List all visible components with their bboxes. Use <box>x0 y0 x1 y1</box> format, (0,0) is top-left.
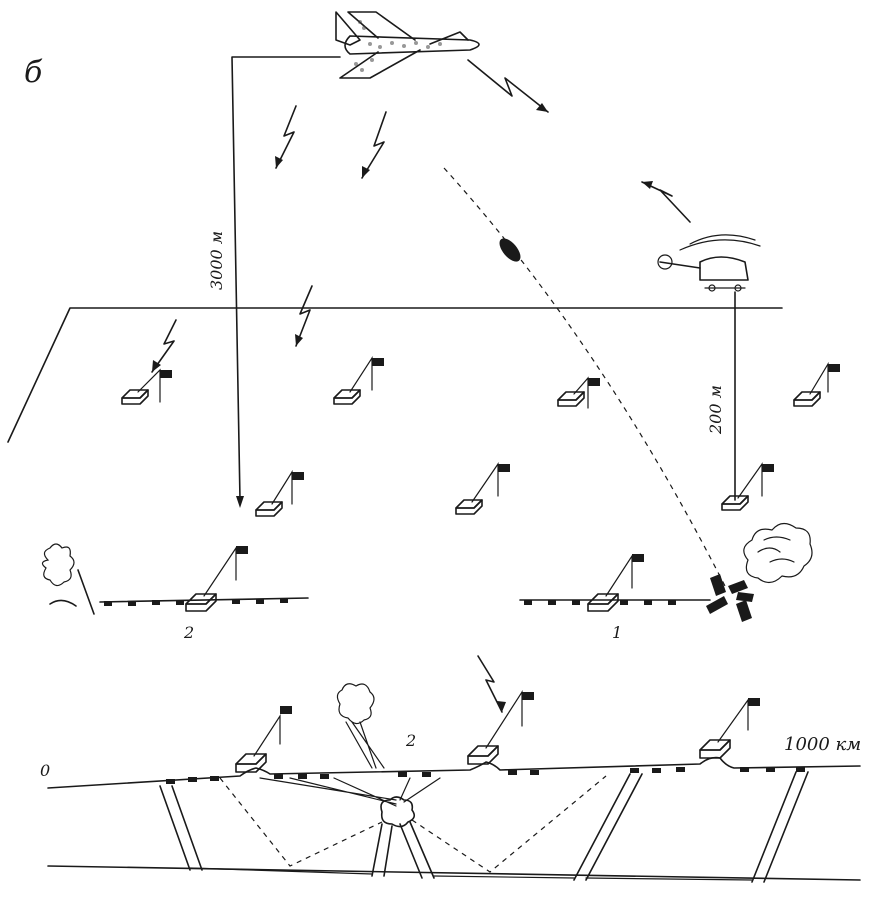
figure-letter: б <box>24 55 43 90</box>
signal-arrows <box>152 60 690 712</box>
sensor-node <box>334 358 384 404</box>
cross-section-label-2: 2 <box>405 731 416 750</box>
sensor-node <box>122 370 172 404</box>
blast-icon <box>706 523 812 622</box>
altitude-line-plane <box>232 57 340 500</box>
bomb-trajectory <box>444 168 726 588</box>
array-label-1: 1 <box>612 623 622 642</box>
sensor-node <box>558 378 600 408</box>
sensor-array-2: 2 <box>42 544 308 642</box>
sensor-node <box>256 472 304 516</box>
sensor-field <box>122 358 840 516</box>
array-label-2: 2 <box>183 623 194 642</box>
cross-section: 0 2 1000 км <box>40 684 861 882</box>
altitude-label-plane: 3000 м <box>207 231 226 290</box>
ground-label: 0 <box>40 761 50 780</box>
sensor-node <box>794 364 840 406</box>
sensor-array-1: 1 <box>520 523 812 642</box>
sensor-node <box>722 464 774 510</box>
sensor-node <box>456 464 510 514</box>
altitude-label-heli: 200 м <box>706 385 725 435</box>
distance-label: 1000 км <box>784 734 861 755</box>
explosion-icon <box>42 544 94 614</box>
bomb-icon <box>496 235 525 265</box>
helicopter-icon <box>658 235 760 291</box>
ground-plane <box>8 308 782 442</box>
airplane-icon <box>336 12 479 78</box>
